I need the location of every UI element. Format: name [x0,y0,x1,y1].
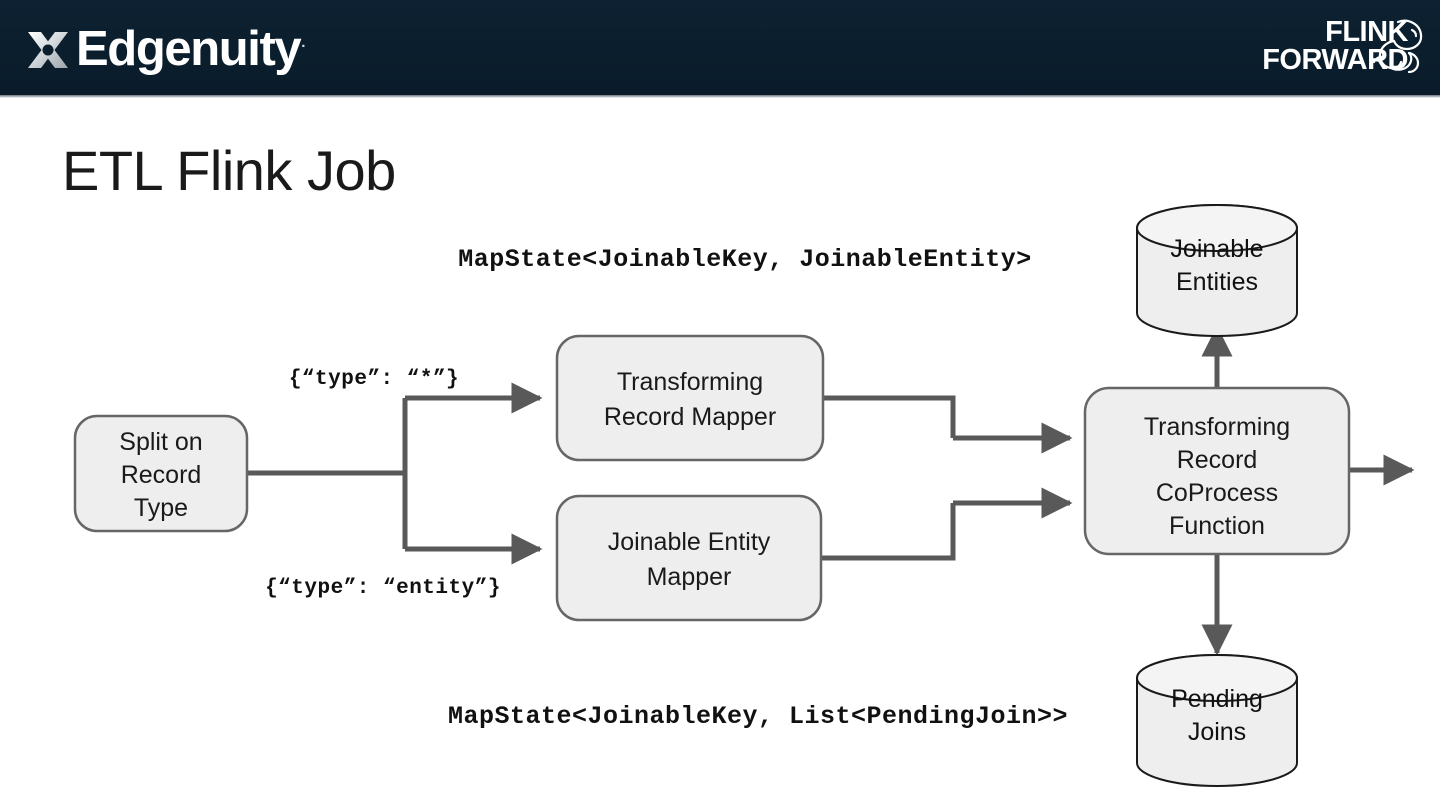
flink-squirrel-icon [1372,19,1423,74]
coprocess-label-line3: CoProcess [1156,479,1278,507]
split-label-line2: Record [121,461,202,489]
edge-transforming-record-mapper-out [822,395,956,438]
flink-forward-wordmark: FLINK FORWARD [1262,16,1408,77]
flink-forward-line2: FORWARD [1262,44,1408,77]
joinable-entities-store: Joinable Entities [1136,204,1298,337]
edgenuity-wordmark: Edgenuity· [76,21,306,76]
branch-bottom-condition-label: {“type”: “entity”} [265,577,501,600]
pending-joins-label-line2: Joins [1188,718,1246,746]
flink-forward-line1: FLINK [1325,16,1408,48]
pending-joins-store: Pending Joins [1136,654,1298,787]
joinable-entity-mapper-label-line2: Mapper [647,563,732,591]
transforming-record-mapper-label-line2: Record Mapper [604,403,776,431]
node-split-on-record-type: Split on Record Type [73,414,249,533]
edgenuity-x-mark-icon [28,32,68,68]
split-label-line1: Split on [119,428,202,456]
edgenuity-wordmark-text: Edgenuity [76,21,302,76]
edge-joinable-entity-mapper-out [820,503,956,561]
mapstate-top-annotation: MapState<JoinableKey, JoinableEntity> [458,245,1032,274]
pending-joins-label-line1: Pending [1171,685,1263,713]
mapstate-bottom-annotation: MapState<JoinableKey, List<PendingJoin>> [448,702,1068,731]
split-label-line3: Type [134,494,188,522]
node-transforming-record-coprocess-function: Transforming Record CoProcess Function [1083,386,1351,556]
etl-flink-job-diagram: Joinable Entities Pending Joins Split on… [0,98,1440,810]
node-transforming-record-mapper: Transforming Record Mapper [555,334,825,462]
edgenuity-logo: Edgenuity· [24,21,306,78]
coprocess-label-line4: Function [1169,512,1265,540]
flink-forward-logo: FLINK FORWARD [1226,16,1426,86]
joinable-entities-label-line1: Joinable [1170,235,1263,263]
transforming-record-mapper-label-line1: Transforming [617,368,763,396]
joinable-entity-mapper-label-line1: Joinable Entity [608,528,771,556]
page-title: ETL Flink Job [62,139,396,202]
coprocess-label-line1: Transforming [1144,413,1290,441]
joinable-entities-label-line2: Entities [1176,268,1258,296]
coprocess-label-line2: Record [1177,446,1258,474]
slide-header-bar: Edgenuity· FLINK FORWARD [0,0,1440,98]
registered-mark: · [301,37,306,55]
node-joinable-entity-mapper: Joinable Entity Mapper [555,494,823,622]
branch-top-condition-label: {“type”: “*”} [289,368,459,391]
